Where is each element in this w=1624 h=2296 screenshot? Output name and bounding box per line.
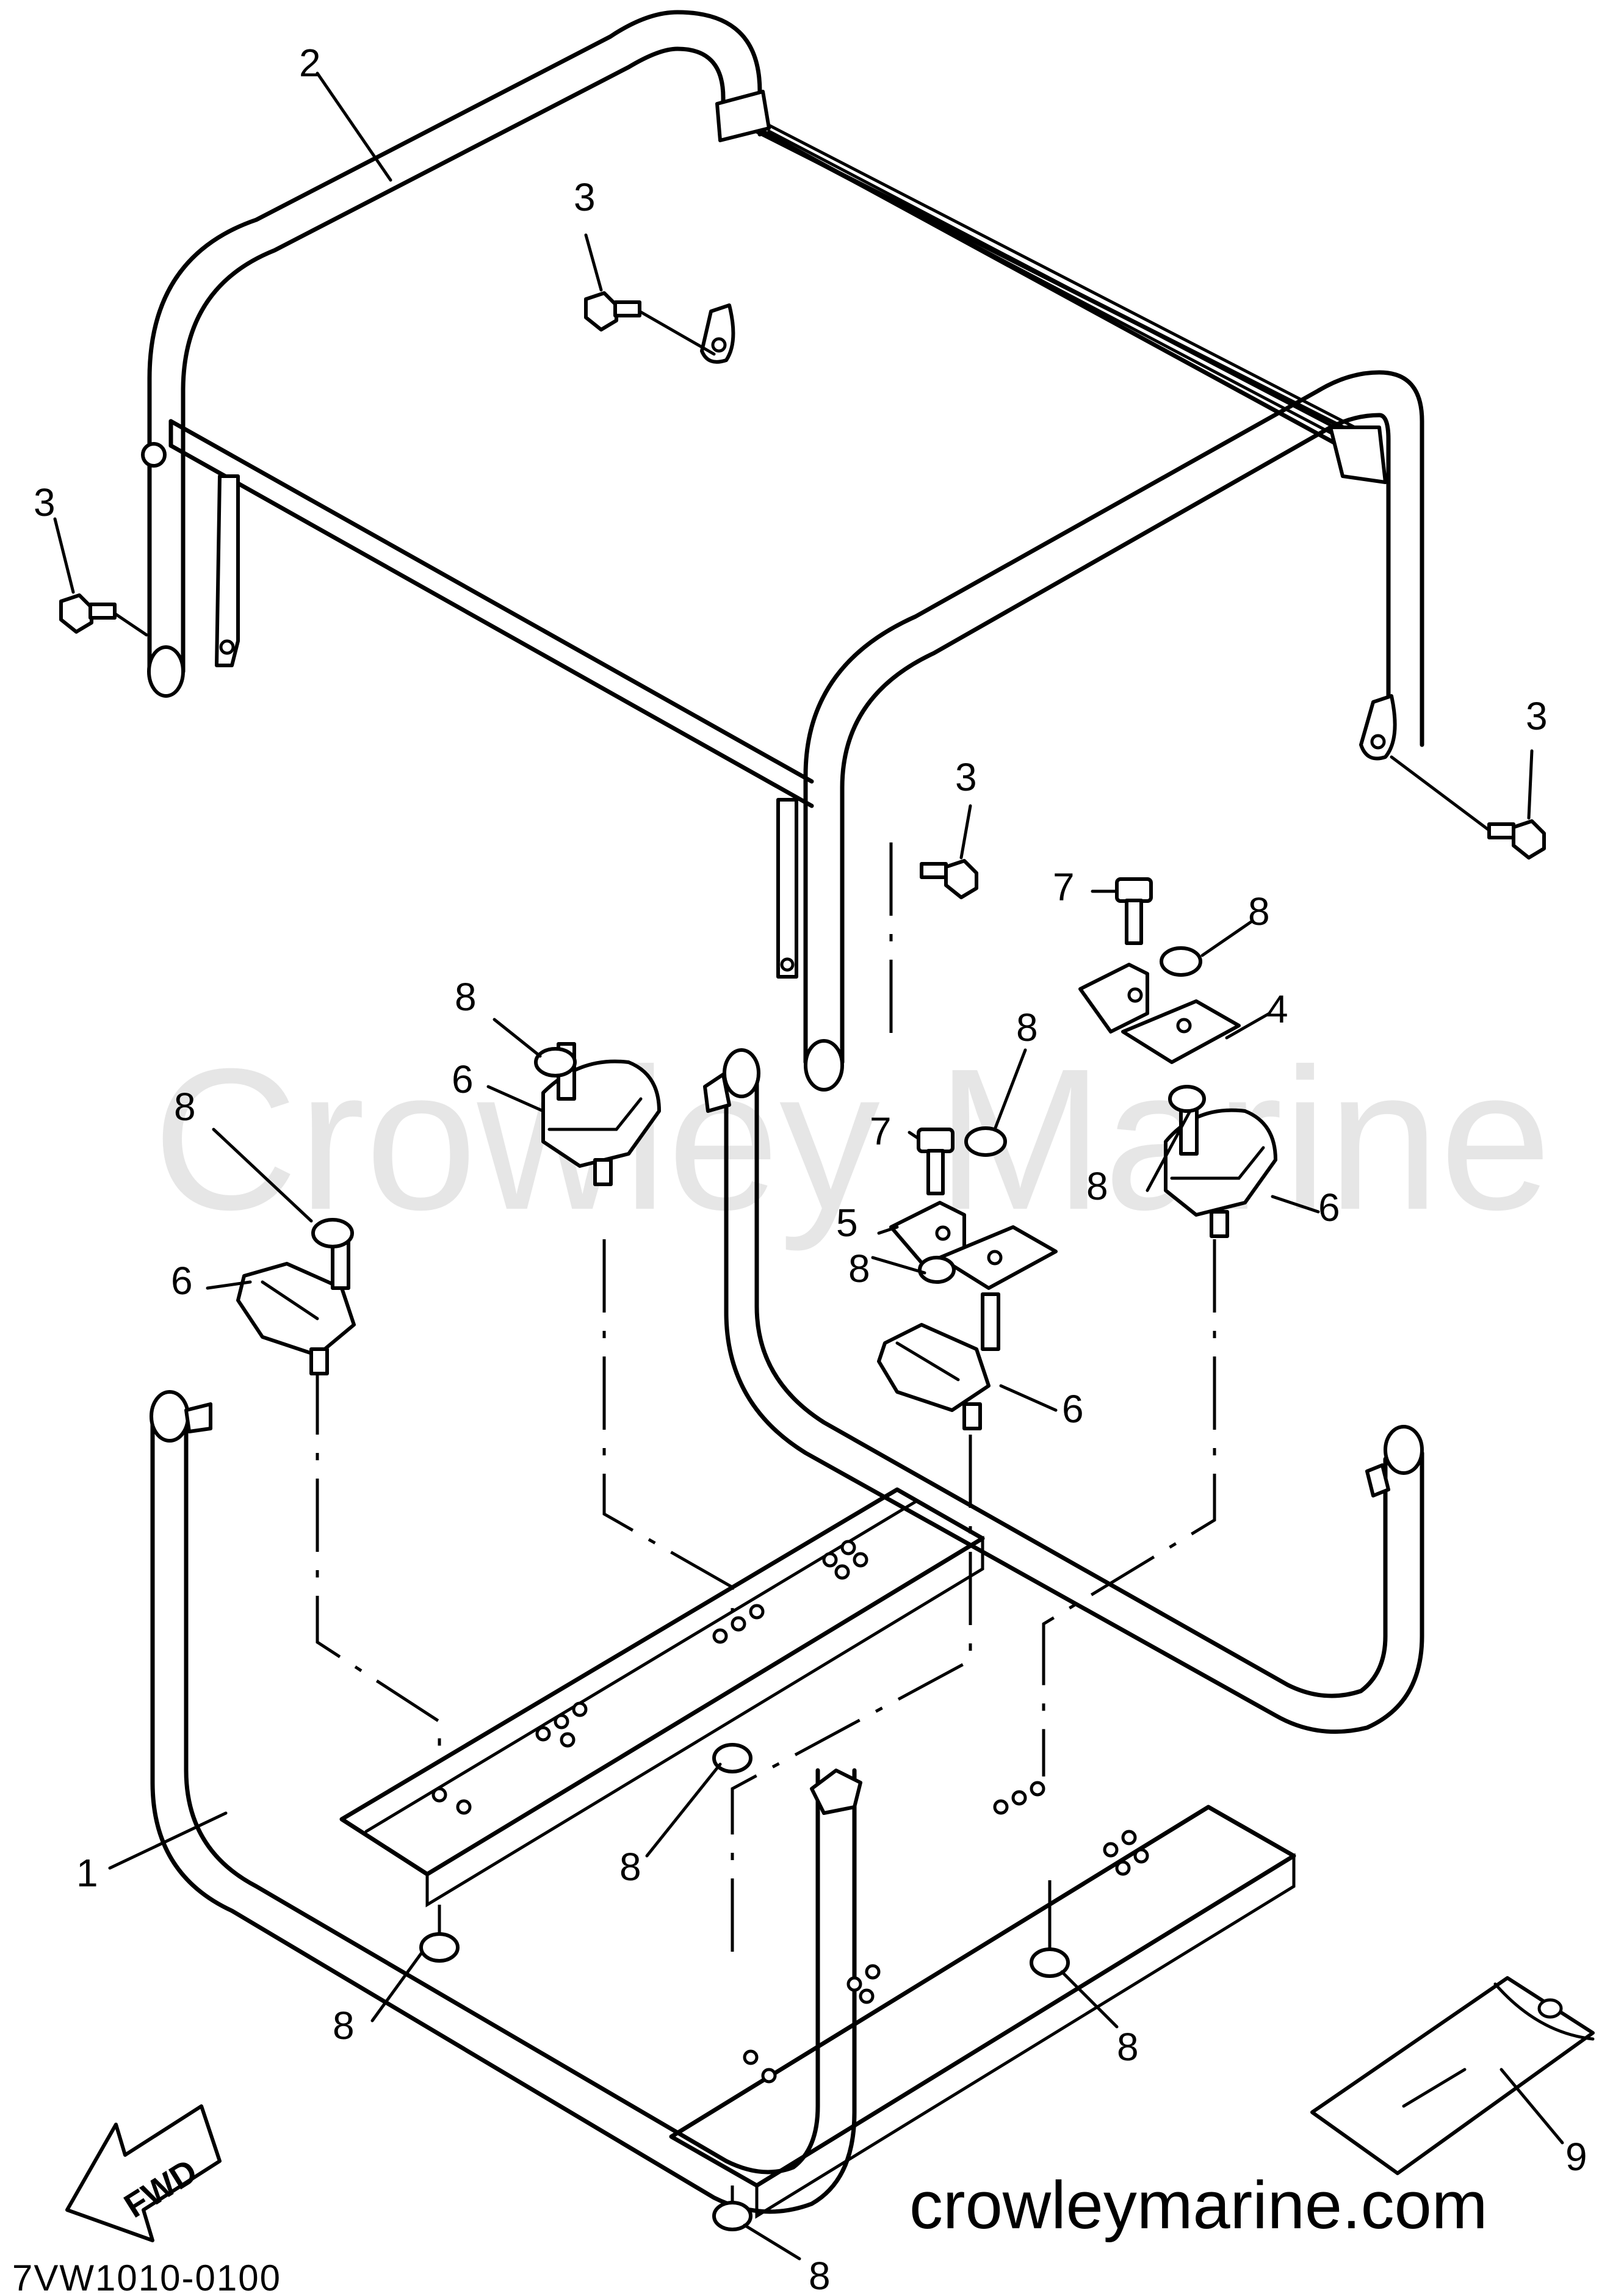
callout-8: 8 — [455, 975, 477, 1019]
callout-5: 5 — [836, 1201, 858, 1245]
drawing-code: 7VW1010-0100 — [12, 2258, 281, 2296]
callout-3: 3 — [34, 480, 56, 524]
nuts-part-8 — [311, 946, 1206, 2231]
callout-8: 8 — [1248, 889, 1270, 933]
upper-frame — [141, 10, 1424, 1092]
callout-8: 8 — [1016, 1005, 1038, 1049]
callout-7: 7 — [870, 1109, 892, 1153]
callout-3: 3 — [955, 755, 977, 799]
callout-labels: 2 3 3 3 3 7 8 4 8 6 8 6 8 7 8 5 8 6 6 8 … — [34, 41, 1587, 2296]
callout-8: 8 — [174, 1085, 196, 1129]
callout-9: 9 — [1565, 2135, 1587, 2179]
callout-8: 8 — [809, 2254, 831, 2296]
callout-8: 8 — [1086, 1164, 1108, 1208]
bolt-3b — [59, 593, 148, 637]
bolts-part-3 — [59, 291, 1546, 899]
callout-2: 2 — [299, 41, 321, 85]
bolt-3c — [920, 859, 978, 899]
lower-frame — [150, 1048, 1424, 2219]
part-9-bag — [1310, 1976, 1595, 2175]
website-url[interactable]: crowleymarine.com — [909, 2168, 1487, 2243]
callout-6: 6 — [452, 1057, 474, 1101]
mount-6c — [877, 1292, 1000, 1430]
bolts-part-7 — [917, 877, 1153, 1195]
callout-3: 3 — [1526, 694, 1548, 738]
bolt-3d — [1390, 755, 1546, 860]
bracket-5 — [889, 1201, 1058, 1290]
callout-8: 8 — [619, 1845, 641, 1889]
callout-6: 6 — [1318, 1186, 1340, 1229]
callout-8: 8 — [848, 1247, 870, 1291]
watermark-text: Crowley Marine — [153, 1026, 1551, 1253]
callout-6: 6 — [171, 1259, 193, 1303]
callout-7: 7 — [1053, 865, 1075, 909]
mount-6a — [236, 1231, 356, 1375]
callout-4: 4 — [1266, 987, 1288, 1031]
callout-6: 6 — [1062, 1387, 1084, 1431]
fwd-arrow-icon: FWD — [65, 2104, 222, 2242]
callout-8: 8 — [333, 2004, 355, 2048]
callout-1: 1 — [76, 1851, 98, 1895]
callout-8: 8 — [1117, 2025, 1139, 2069]
bolt-3a — [584, 291, 716, 356]
callout-3: 3 — [574, 175, 596, 219]
leader-lines — [53, 71, 1564, 2261]
bracket-4 — [1078, 963, 1241, 1064]
